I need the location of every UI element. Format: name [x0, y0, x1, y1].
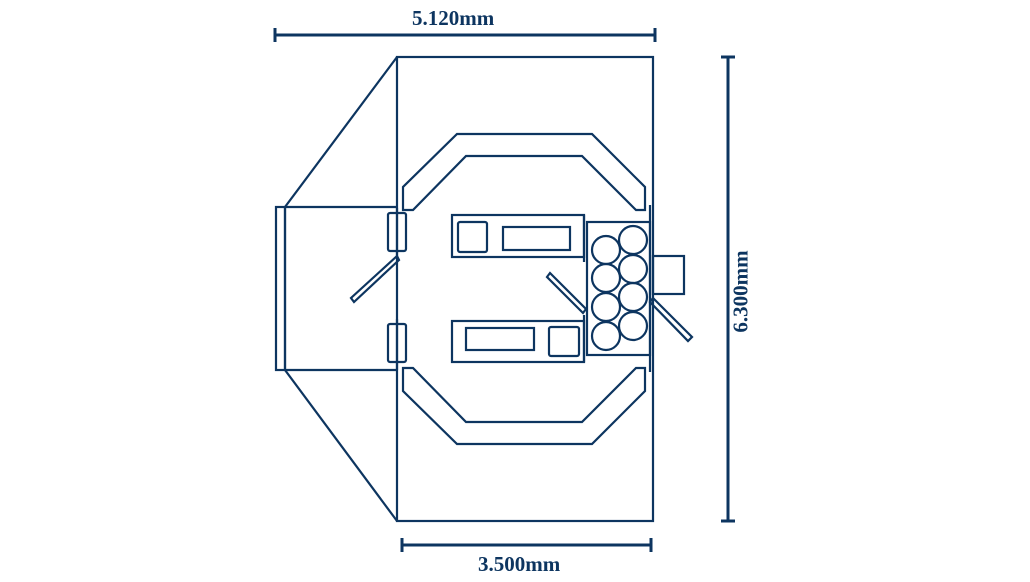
entrance-wing-outline: [283, 56, 398, 522]
top-dimension-line: [273, 28, 657, 42]
exterior-unit: [651, 254, 686, 296]
right-dimension-line: [721, 55, 735, 523]
entrance-step: [274, 205, 287, 372]
table-top: [450, 213, 586, 262]
door-inner: [545, 271, 588, 315]
door-left-top: [349, 208, 408, 304]
door-left-bottom: [386, 319, 408, 370]
door-exterior: [648, 296, 694, 343]
bottom-dimension-line: [400, 538, 653, 552]
bench-top: [401, 132, 647, 212]
bottom-dimension-label: 3.500mm: [478, 552, 561, 576]
bench-bottom: [401, 366, 647, 446]
top-dimension-label: 5.120mm: [412, 6, 495, 30]
cylinder-cabinet: [585, 205, 652, 372]
table-bottom: [450, 315, 586, 364]
right-dimension-label: 6.300mm: [728, 250, 753, 333]
